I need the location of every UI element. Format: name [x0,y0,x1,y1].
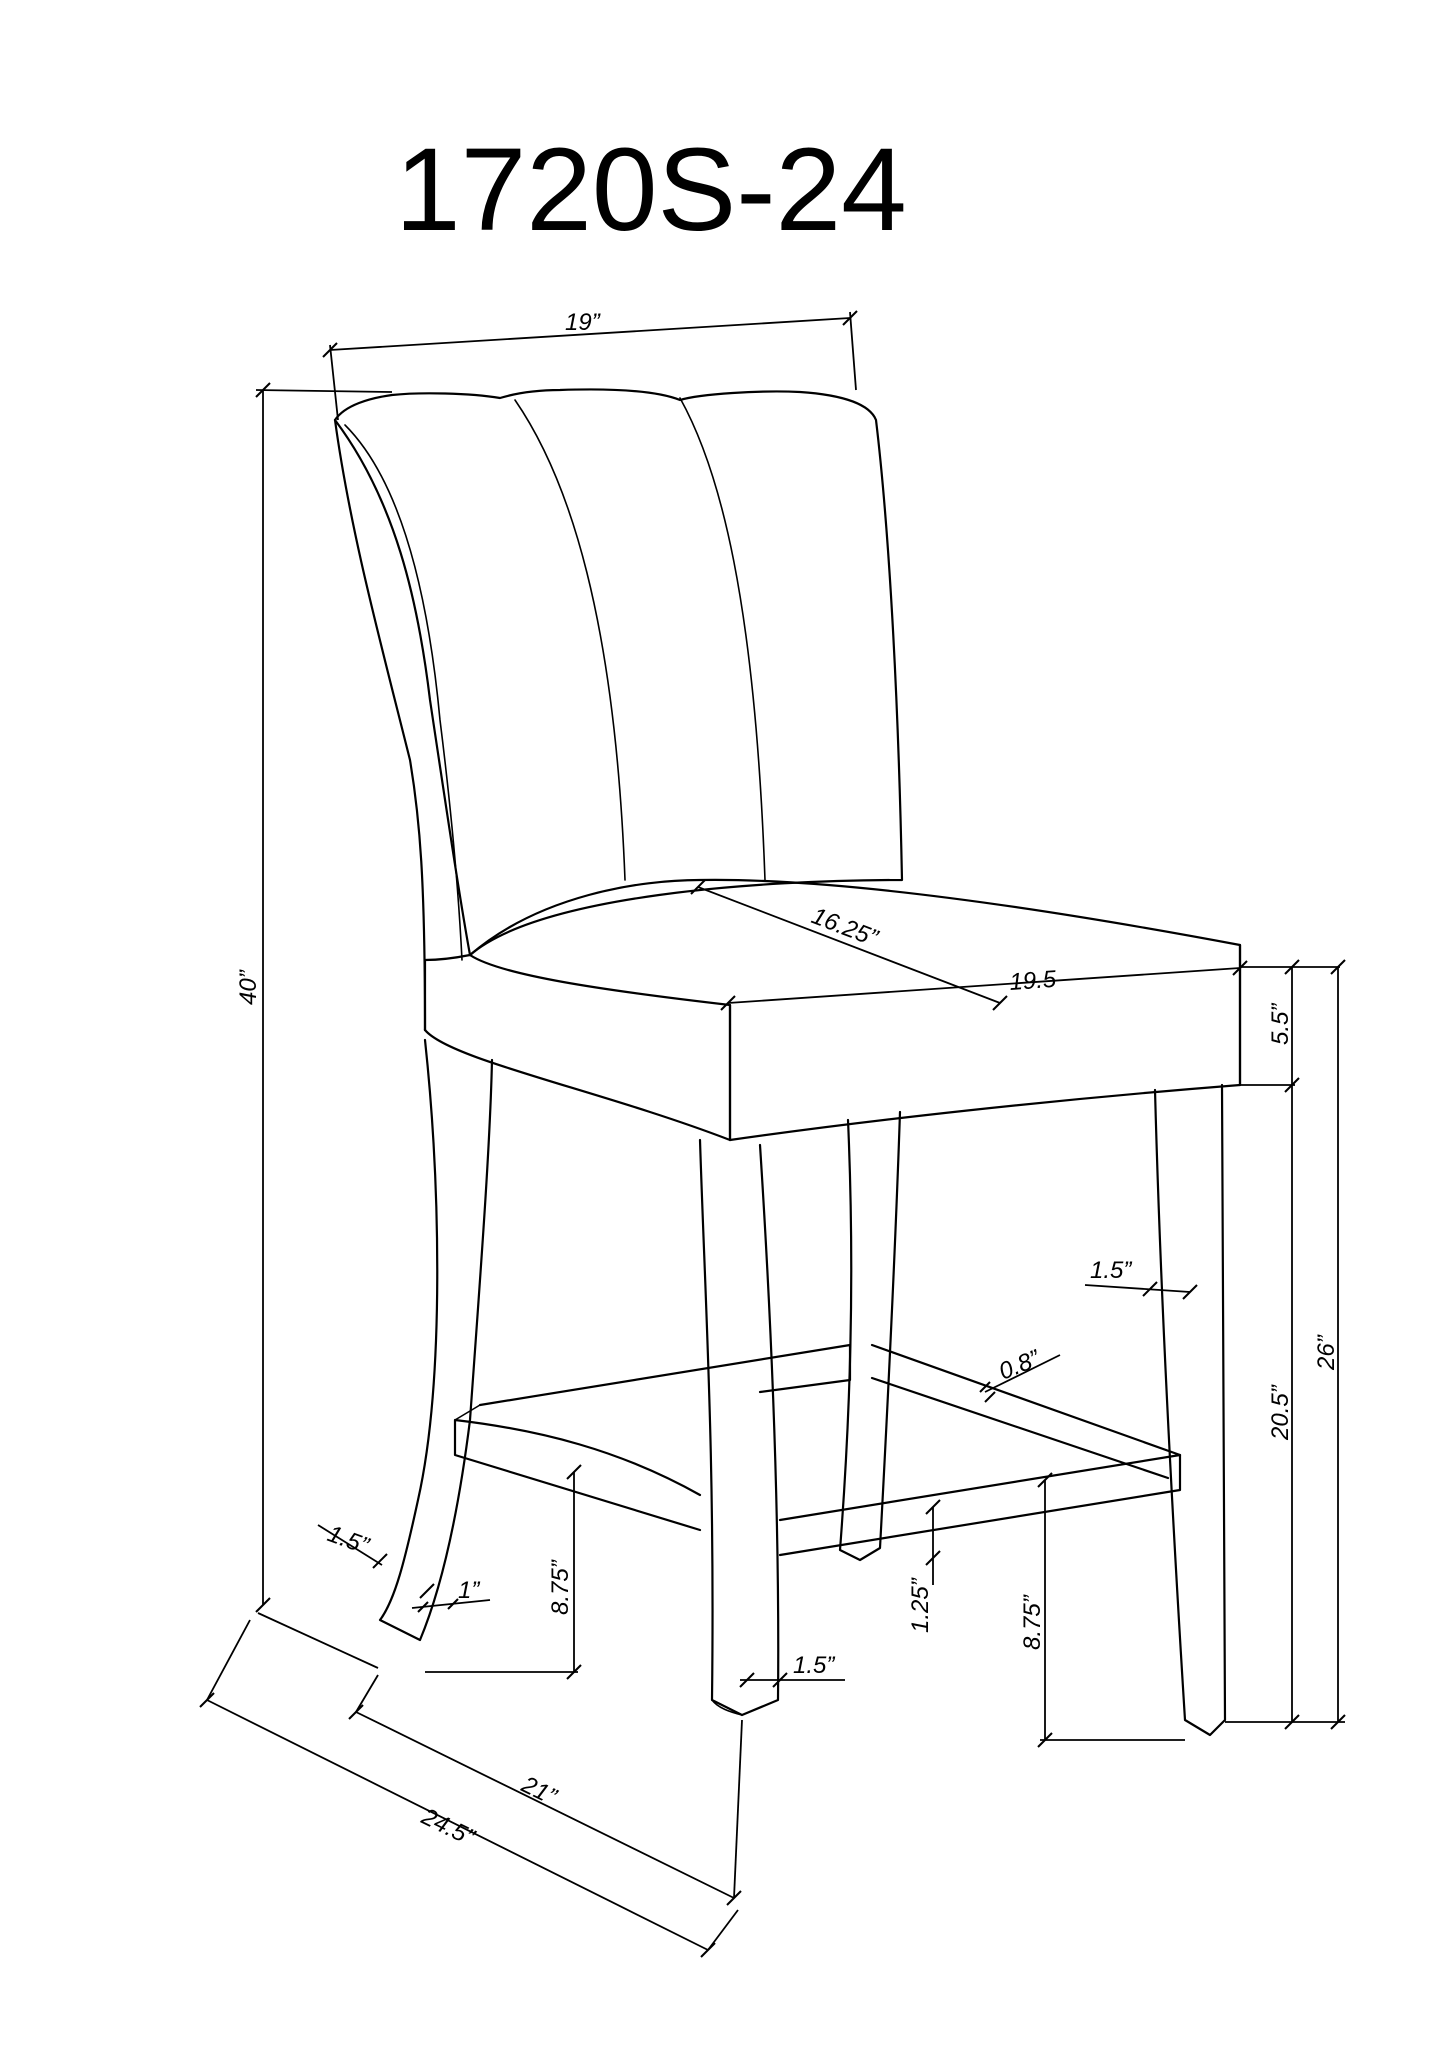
back-left-leg [378,1038,494,1642]
stretcher-left [453,1418,702,1532]
label-seat-height: 20.5” [1267,1384,1294,1441]
stretcher-front [778,1453,1182,1557]
dim-right-leg-width: 1.5” [1084,1257,1198,1300]
dim-front-leg-width: 1.5” [739,1652,845,1688]
back-channel-1 [514,399,626,881]
label-back-width: 19” [565,309,601,336]
stretcher-back [478,1343,852,1407]
dim-stretcher-thickness: 0.8” [979,1345,1061,1403]
label-right-leg-width: 1.5” [1090,1257,1132,1284]
dim-stretcher-height-back: 8.75” [425,1464,582,1680]
label-overall-depth: 24.5” [416,1803,479,1852]
label-overall-seat-top-height: 26” [1313,1334,1340,1371]
stretcher-right [870,1343,1182,1480]
dim-overall-depth: 24.5” [199,1612,739,1958]
dim-back-width: 19” [322,309,858,421]
chair-back [333,388,904,957]
dim-stretcher-height-front: 8.75” [1019,1472,1185,1748]
front-right-leg [1153,1083,1227,1737]
model-title: 1720S-24 [395,124,907,256]
label-seat-thickness: 5.5” [1267,1003,1294,1045]
label-stretcher-height-front: 8.75” [1019,1594,1046,1650]
dim-base-depth: 21” [348,1674,743,1906]
dim-seat-width: 19.5 [720,960,1248,1011]
label-stretcher-thickness: 0.8” [995,1345,1044,1386]
back-channel-2 [679,397,766,881]
front-left-leg [698,1138,780,1717]
dim-back-leg-width: 1” [411,1577,491,1613]
dim-stretcher-depth: 1.25” [907,1499,941,1633]
label-base-depth: 21” [516,1771,561,1811]
label-seat-width: 19.5 [1009,966,1058,996]
dim-right-verticals: 5.5” 20.5” 26” [1225,959,1346,1730]
label-back-leg-width: 1” [458,1577,480,1604]
label-front-leg-width: 1.5” [793,1652,835,1679]
dim-overall-height: 40” [235,382,393,1613]
chair-outline [333,388,1242,1737]
label-seat-depth: 16.25” [808,902,882,952]
label-stretcher-height-back: 8.75” [547,1559,574,1615]
dim-back-leg-depth: 1.5” [317,1520,435,1599]
label-stretcher-depth: 1.25” [907,1577,934,1633]
label-overall-height: 40” [235,969,262,1005]
back-right-leg [838,1110,902,1562]
